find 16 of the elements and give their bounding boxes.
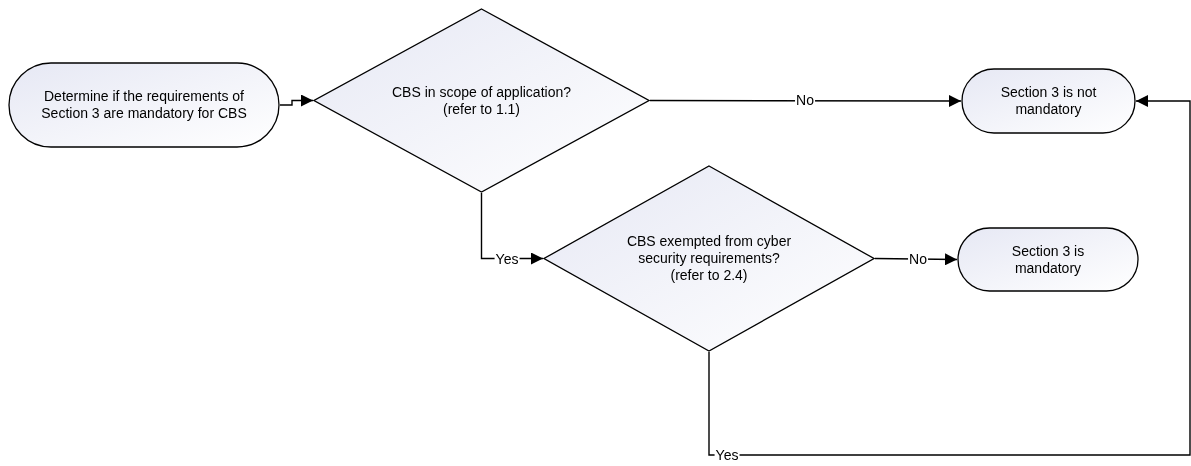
node-text: (refer to 1.1) xyxy=(443,100,520,118)
decision-diamond xyxy=(543,165,875,352)
arrow xyxy=(708,95,1191,456)
arrow xyxy=(649,95,962,107)
arrow xyxy=(279,94,314,107)
edge-label: No xyxy=(795,92,815,108)
decision-diamond xyxy=(313,8,650,193)
edge-label: Yes xyxy=(494,251,520,267)
node-text: CBS in scope of application? xyxy=(392,83,571,101)
node-text: Section 3 is mandatory xyxy=(1010,242,1086,277)
node-text: Section 3 is not mandatory xyxy=(999,84,1098,118)
node-text: (refer to 2.4) xyxy=(670,267,748,284)
node-text: Determine if the requirements of Section 3 are mandatory for CBS xyxy=(40,88,248,122)
edge-label: Yes xyxy=(714,447,740,463)
node-text: CBS exempted from cyber security requirements? xyxy=(625,233,793,267)
edge-label: No xyxy=(908,251,928,267)
